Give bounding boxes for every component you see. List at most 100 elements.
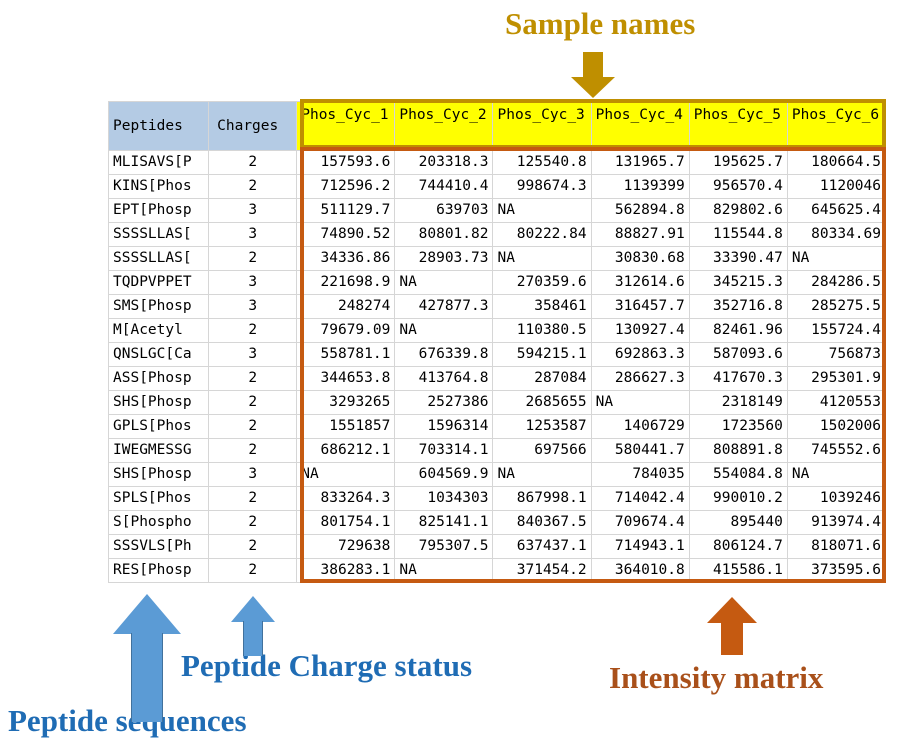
intensity-cell[interactable]: 3293265	[296, 390, 396, 415]
intensity-cell[interactable]: 714943.1	[590, 534, 690, 559]
charge-cell[interactable]: 2	[208, 150, 298, 175]
intensity-cell[interactable]: NA	[492, 246, 592, 271]
intensity-cell[interactable]: 1406729	[590, 414, 690, 439]
column-header-sample-2[interactable]: Phos_Cyc_2	[394, 101, 494, 151]
charge-cell[interactable]: 3	[208, 222, 298, 247]
intensity-cell[interactable]: 1139399	[590, 174, 690, 199]
intensity-cell[interactable]: 714042.4	[590, 486, 690, 511]
column-header-sample-4[interactable]: Phos_Cyc_4	[590, 101, 690, 151]
intensity-cell[interactable]: 829802.6	[688, 198, 788, 223]
intensity-cell[interactable]: 744410.4	[394, 174, 494, 199]
peptide-cell[interactable]: SHS[Phosp	[107, 462, 210, 487]
intensity-cell[interactable]: 130927.4	[590, 318, 690, 343]
intensity-cell[interactable]: 79679.09	[296, 318, 396, 343]
intensity-cell[interactable]: 692863.3	[590, 342, 690, 367]
charge-cell[interactable]: 3	[208, 270, 298, 295]
intensity-cell[interactable]: 316457.7	[590, 294, 690, 319]
column-header-sample-5[interactable]: Phos_Cyc_5	[688, 101, 788, 151]
column-header-peptides[interactable]: Peptides	[107, 101, 210, 151]
intensity-cell[interactable]: 1502006	[786, 414, 887, 439]
intensity-cell[interactable]: 990010.2	[688, 486, 788, 511]
peptide-cell[interactable]: SSSSLLAS[	[107, 246, 210, 271]
intensity-cell[interactable]: 195625.7	[688, 150, 788, 175]
intensity-cell[interactable]: 285275.5	[786, 294, 887, 319]
peptide-cell[interactable]: GPLS[Phos	[107, 414, 210, 439]
intensity-cell[interactable]: 270359.6	[492, 270, 592, 295]
charge-cell[interactable]: 2	[208, 414, 298, 439]
column-header-sample-1[interactable]: Phos_Cyc_1	[296, 101, 396, 151]
intensity-cell[interactable]: 345215.3	[688, 270, 788, 295]
intensity-cell[interactable]: 295301.9	[786, 366, 887, 391]
column-header-sample-6[interactable]: Phos_Cyc_6	[786, 101, 887, 151]
intensity-cell[interactable]: 157593.6	[296, 150, 396, 175]
peptide-cell[interactable]: ASS[Phosp	[107, 366, 210, 391]
peptide-cell[interactable]: S[Phospho	[107, 510, 210, 535]
intensity-cell[interactable]: 818071.6	[786, 534, 887, 559]
intensity-cell[interactable]: 806124.7	[688, 534, 788, 559]
intensity-cell[interactable]: 203318.3	[394, 150, 494, 175]
intensity-cell[interactable]: 558781.1	[296, 342, 396, 367]
intensity-cell[interactable]: 637437.1	[492, 534, 592, 559]
intensity-cell[interactable]: 676339.8	[394, 342, 494, 367]
charge-cell[interactable]: 2	[208, 558, 298, 583]
intensity-cell[interactable]: 580441.7	[590, 438, 690, 463]
intensity-cell[interactable]: 594215.1	[492, 342, 592, 367]
intensity-cell[interactable]: 587093.6	[688, 342, 788, 367]
intensity-cell[interactable]: 697566	[492, 438, 592, 463]
intensity-cell[interactable]: 33390.47	[688, 246, 788, 271]
intensity-cell[interactable]: 284286.5	[786, 270, 887, 295]
peptide-cell[interactable]: KINS[Phos	[107, 174, 210, 199]
column-header-charges[interactable]: Charges	[208, 101, 298, 151]
intensity-cell[interactable]: 417670.3	[688, 366, 788, 391]
intensity-cell[interactable]: 131965.7	[590, 150, 690, 175]
intensity-cell[interactable]: 2685655	[492, 390, 592, 415]
intensity-cell[interactable]: 1596314	[394, 414, 494, 439]
intensity-cell[interactable]: 795307.5	[394, 534, 494, 559]
charge-cell[interactable]: 2	[208, 174, 298, 199]
intensity-cell[interactable]: 745552.6	[786, 438, 887, 463]
intensity-cell[interactable]: 415586.1	[688, 558, 788, 583]
intensity-cell[interactable]: 712596.2	[296, 174, 396, 199]
intensity-cell[interactable]: 562894.8	[590, 198, 690, 223]
intensity-cell[interactable]: NA	[492, 462, 592, 487]
intensity-cell[interactable]: 74890.52	[296, 222, 396, 247]
intensity-cell[interactable]: NA	[786, 462, 887, 487]
intensity-cell[interactable]: 2318149	[688, 390, 788, 415]
intensity-cell[interactable]: 413764.8	[394, 366, 494, 391]
intensity-cell[interactable]: 125540.8	[492, 150, 592, 175]
intensity-cell[interactable]: 998674.3	[492, 174, 592, 199]
charge-cell[interactable]: 2	[208, 486, 298, 511]
intensity-cell[interactable]: 80334.69	[786, 222, 887, 247]
intensity-cell[interactable]: 286627.3	[590, 366, 690, 391]
intensity-cell[interactable]: NA	[394, 270, 494, 295]
intensity-cell[interactable]: NA	[492, 198, 592, 223]
intensity-cell[interactable]: 840367.5	[492, 510, 592, 535]
intensity-cell[interactable]: 2527386	[394, 390, 494, 415]
intensity-cell[interactable]: 82461.96	[688, 318, 788, 343]
peptide-cell[interactable]: IWEGMESSG	[107, 438, 210, 463]
intensity-cell[interactable]: 1253587	[492, 414, 592, 439]
charge-cell[interactable]: 2	[208, 390, 298, 415]
intensity-cell[interactable]: 808891.8	[688, 438, 788, 463]
peptide-cell[interactable]: RES[Phosp	[107, 558, 210, 583]
intensity-cell[interactable]: 180664.5	[786, 150, 887, 175]
intensity-cell[interactable]: 686212.1	[296, 438, 396, 463]
intensity-cell[interactable]: 352716.8	[688, 294, 788, 319]
peptide-cell[interactable]: SHS[Phosp	[107, 390, 210, 415]
intensity-cell[interactable]: NA	[394, 318, 494, 343]
peptide-cell[interactable]: M[Acetyl	[107, 318, 210, 343]
peptide-cell[interactable]: SMS[Phosp	[107, 294, 210, 319]
intensity-cell[interactable]: 287084	[492, 366, 592, 391]
intensity-cell[interactable]: 358461	[492, 294, 592, 319]
intensity-cell[interactable]: 115544.8	[688, 222, 788, 247]
intensity-cell[interactable]: 554084.8	[688, 462, 788, 487]
charge-cell[interactable]: 2	[208, 246, 298, 271]
peptide-cell[interactable]: MLISAVS[P	[107, 150, 210, 175]
intensity-cell[interactable]: 511129.7	[296, 198, 396, 223]
charge-cell[interactable]: 2	[208, 534, 298, 559]
charge-cell[interactable]: 3	[208, 462, 298, 487]
intensity-cell[interactable]: 80222.84	[492, 222, 592, 247]
intensity-cell[interactable]: 80801.82	[394, 222, 494, 247]
intensity-cell[interactable]: 155724.4	[786, 318, 887, 343]
intensity-cell[interactable]: 248274	[296, 294, 396, 319]
